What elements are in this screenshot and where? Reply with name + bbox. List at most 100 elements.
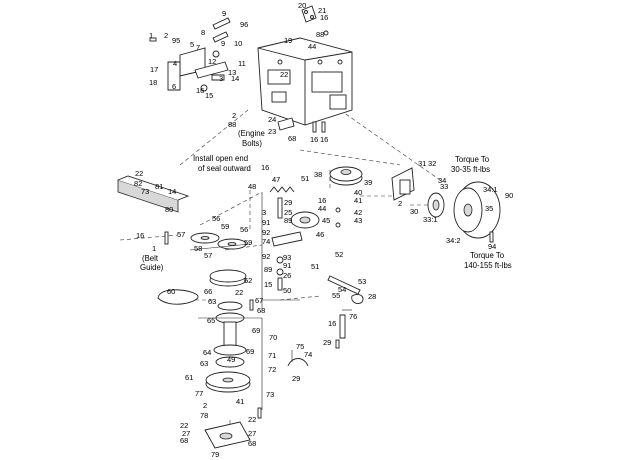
callout: 55 (332, 291, 340, 300)
callout: 28 (368, 292, 376, 301)
callout: 30 (410, 207, 418, 216)
callout: 12 (208, 57, 216, 66)
callout: 21 (318, 6, 326, 15)
deck-pulley-right-part (217, 238, 247, 250)
callout: 64 (203, 348, 211, 357)
callout: 42 (354, 208, 362, 217)
callout: 89 (264, 265, 272, 274)
callout: 69 (252, 326, 260, 335)
callout: 91 (262, 218, 270, 227)
callout: 16 (320, 13, 328, 22)
callout: 48 (248, 182, 256, 191)
transmission-part (391, 167, 415, 201)
callout: 50 (283, 286, 291, 295)
callout: 2 (203, 401, 207, 410)
hub-part (427, 192, 445, 218)
callout: 80 (165, 205, 173, 214)
torque-bottom-note-line1: Torque To (470, 251, 505, 260)
callout: 61 (185, 373, 193, 382)
callout: 1 (152, 244, 156, 253)
callout: 59 (244, 238, 252, 247)
callout: 16 (320, 135, 328, 144)
callout: 70 (269, 333, 277, 342)
callout: 88 (228, 120, 236, 129)
callout: 16 (136, 231, 144, 240)
callout: 49 (227, 355, 235, 364)
callout: 16 (318, 196, 326, 205)
callout: 32 (428, 159, 436, 168)
callout: 62 (244, 276, 252, 285)
callout: 22 (248, 415, 256, 424)
torque-top-note-line1: Torque To (455, 155, 490, 164)
callout: 95 (172, 36, 180, 45)
callout: 3 (219, 74, 223, 83)
callout: 38 (314, 170, 322, 179)
callout: 51 (311, 262, 319, 271)
callout: 5 (190, 40, 194, 49)
callout: 19 (284, 36, 292, 45)
belt-guide-note-line2: Guide) (140, 263, 164, 272)
callout: 41 (354, 196, 362, 205)
callout: 90 (505, 191, 513, 200)
callout: 34 (438, 176, 446, 185)
callout: 2 (398, 199, 402, 208)
callout: 43 (354, 216, 362, 225)
bracket-20-part (301, 5, 317, 23)
callout: 20 (298, 1, 306, 10)
callout: 60 (167, 287, 175, 296)
callout: 26 (283, 271, 291, 280)
callout: 2 (164, 31, 168, 40)
callout: 16 (328, 319, 336, 328)
belt-guide-part (117, 175, 190, 213)
callout: 1 (149, 31, 153, 40)
callout: 24 (268, 115, 276, 124)
callout: 47 (272, 175, 280, 184)
callout: 65 (207, 316, 215, 325)
callout: 33 (440, 182, 448, 191)
callout: 56 (240, 225, 248, 234)
bracket-24-part (277, 117, 295, 131)
callout: 93 (283, 253, 291, 262)
callout: 41 (236, 397, 244, 406)
spring-74-part (287, 350, 309, 367)
callout: 44 (318, 204, 326, 213)
callout: 16 (310, 135, 318, 144)
callout: 25 (284, 208, 292, 217)
callout: 35 (485, 204, 493, 213)
seal-note-line2: of seal outward (198, 164, 251, 173)
callout: 59 (221, 222, 229, 231)
callout: 16 (196, 86, 204, 95)
bracket-79-part (204, 421, 251, 449)
callout: 69 (246, 347, 254, 356)
callout: 63 (200, 359, 208, 368)
callout: 40 (354, 188, 362, 197)
callout: 29 (323, 338, 331, 347)
callout: 68 (248, 439, 256, 448)
callout: 4 (173, 59, 177, 68)
seal-note-line1: Install open end (193, 154, 248, 163)
callout: 34:1 (483, 185, 498, 194)
callout: 31 (418, 159, 426, 168)
callout: 8 (201, 28, 205, 37)
callout: 91 (283, 261, 291, 270)
callout: 81 (155, 182, 163, 191)
callout: 73 (141, 187, 149, 196)
callout: 89 (284, 216, 292, 225)
engine-bolts-note-line1: (Engine (238, 129, 265, 138)
callout: 45 (322, 216, 330, 225)
callout: 52 (335, 250, 343, 259)
frame-part (257, 37, 353, 126)
callout: 14 (168, 187, 176, 196)
callout: 71 (268, 351, 276, 360)
callout: 96 (240, 20, 248, 29)
callout: 75 (296, 342, 304, 351)
callout-labels: 1 2 95 9 96 8 10 9 5 7 4 12 11 13 14 17 … (134, 1, 513, 459)
callout: 57 (204, 251, 212, 260)
callout: 68 (257, 306, 265, 315)
callout: 54 (338, 285, 346, 294)
callout: 92 (262, 252, 270, 261)
torque-bottom-note-line2: 140-155 ft-lbs (464, 261, 512, 270)
callout: 53 (358, 277, 366, 286)
callout: 78 (200, 411, 208, 420)
notes: Install open end of seal outward (Engine… (140, 129, 512, 272)
